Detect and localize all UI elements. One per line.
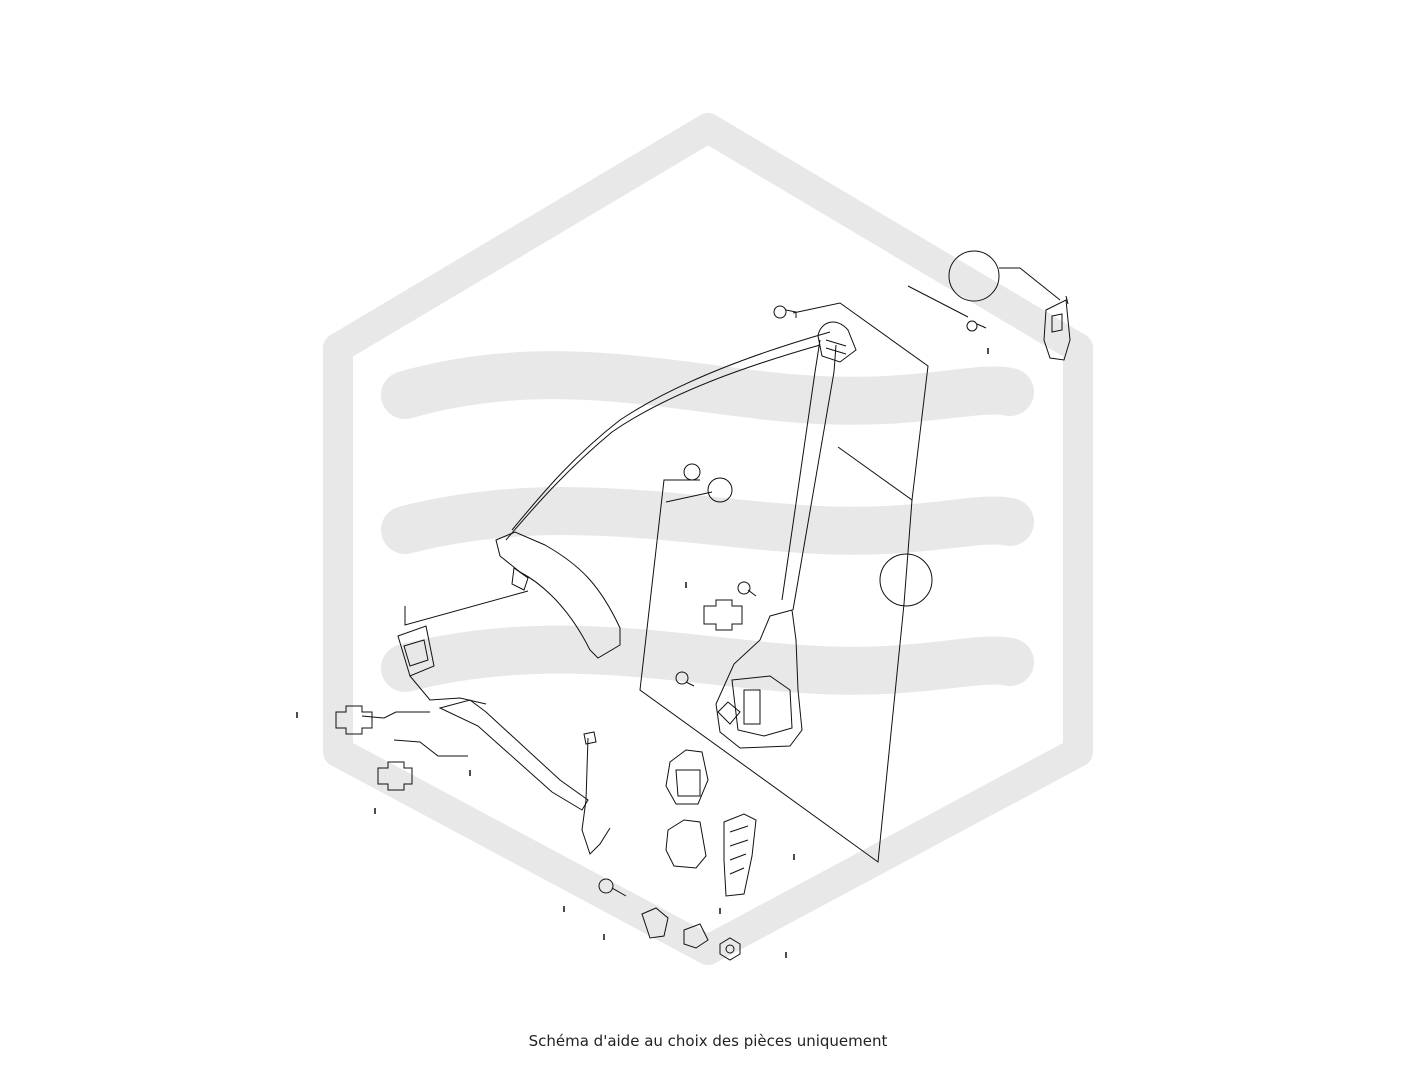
- wire-harness: [361, 711, 611, 855]
- seat-belt-assembly: [335, 250, 1071, 961]
- diagram-caption: Schéma d'aide au choix des pièces unique…: [528, 1032, 888, 1050]
- buckle-stalk: [438, 699, 589, 811]
- buckle: [397, 625, 487, 705]
- leader-line: [792, 302, 929, 501]
- leader-line: [907, 285, 969, 318]
- retractor: [715, 609, 803, 749]
- connector-icon: [377, 761, 413, 791]
- callout-circle-middle: [879, 553, 933, 607]
- brand-logo-watermark: [323, 113, 1093, 965]
- connector-icon: [703, 599, 743, 631]
- callout-circle-top: [948, 250, 1000, 302]
- bolt-icon: [598, 305, 987, 949]
- leader-line: [665, 491, 713, 503]
- nut-icon: [719, 937, 741, 961]
- leader-line: [404, 590, 529, 626]
- seat-belt-webbing: [495, 331, 837, 659]
- connector-icon: [335, 705, 373, 735]
- leader-line: [639, 446, 913, 863]
- height-adjuster: [1043, 295, 1071, 361]
- callout-ticks: [296, 348, 989, 958]
- upper-anchor-guide: [817, 321, 857, 363]
- leader-line: [999, 267, 1061, 301]
- trim-cover: [665, 749, 757, 897]
